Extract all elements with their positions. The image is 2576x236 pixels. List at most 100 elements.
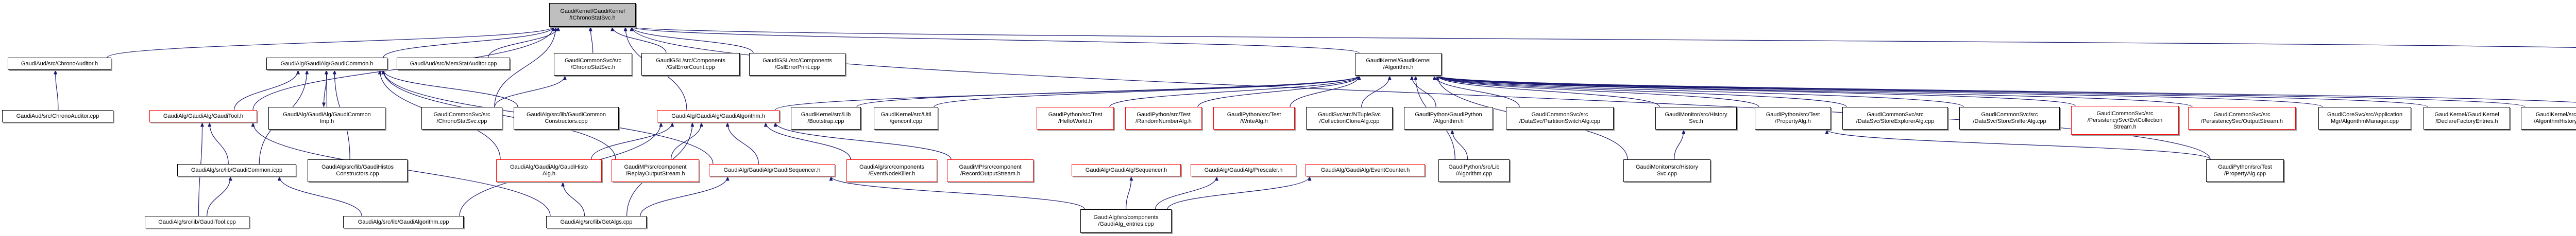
include-edge (773, 122, 952, 160)
graph-node[interactable]: GaudiAud/src/MemStatAuditor.cpp (397, 58, 510, 70)
graph-node[interactable]: GaudiAlg/GaudiAlg/Prescaler.h (1191, 164, 1296, 176)
include-edge (381, 69, 518, 107)
graph-node[interactable]: GaudiAlg/src/components/GaudiAlg_entries… (1080, 209, 1172, 233)
graph-node[interactable]: GaudiKernel/src/Util/genconf.cpp (874, 107, 938, 130)
graph-node[interactable]: GaudiCommonSvc/src/PersistencySvc/Output… (2188, 107, 2296, 130)
include-edge (1361, 75, 1392, 107)
include-edge (1435, 75, 1660, 107)
include-edge (725, 122, 759, 165)
graph-node-label: GaudiAlg/GaudiAlg/GaudiHisto (510, 164, 588, 170)
graph-node[interactable]: GaudiKernel/src/Lib/Bootstrap.cpp (791, 107, 861, 130)
graph-node[interactable]: GaudiGSL/src/Components/GslErrorPrint.cp… (749, 53, 845, 76)
graph-node[interactable]: GaudiAlg/GaudiAlg/GaudiTool.h (149, 110, 257, 122)
graph-node[interactable]: GaudiCommonSvc/src/DataSvc/PartitionSwit… (1506, 107, 1614, 130)
graph-node[interactable]: GaudiPython/src/Lib/Algorithm.cpp (1438, 159, 1510, 182)
include-edge (494, 75, 567, 107)
graph-node[interactable]: GaudiAlg/GaudiAlg/GaudiAlgorithm.h (657, 110, 779, 122)
include-edge (277, 176, 362, 216)
graph-node-label: Svc.cpp (1656, 171, 1677, 177)
graph-node-label: GaudiAlg/src/lib/GaudiHistos (321, 164, 394, 170)
graph-node[interactable]: GaudiMP/src/component/RecordOutputStream… (947, 159, 1033, 182)
graph-node[interactable]: GaudiAlg/GaudiAlg/Sequencer.h (1072, 164, 1181, 176)
graph-node[interactable]: GaudiAlg/src/lib/GetAlgs.cpp (546, 216, 647, 228)
include-edge (764, 122, 851, 160)
graph-node[interactable]: GaudiAlg/src/lib/GaudiAlgorithm.cpp (343, 216, 464, 228)
graph-node[interactable]: GaudiAlg/src/lib/GaudiCommon.icpp (177, 164, 296, 176)
graph-node-label: Constructors.cpp (336, 171, 379, 177)
graph-node[interactable]: GaudiGSL/src/Components/GslErrorCount.cp… (641, 53, 740, 76)
graph-node[interactable]: GaudiAlg/GaudiAlg/EventCounter.h (1306, 164, 1425, 176)
graph-node[interactable]: GaudiKernel/GaudiKernel/Algorithm.h (1355, 53, 1442, 76)
graph-node-label: GaudiGSL/src/Components (762, 58, 832, 64)
graph-node[interactable]: GaudiPython/src/Test/HelloWorld.h (1037, 107, 1114, 130)
include-edge (611, 26, 667, 53)
graph-node[interactable]: GaudiMP/src/component/ReplayOutputStream… (612, 159, 699, 182)
graph-node-label: /CollectionCloneAlg.cpp (1319, 118, 1380, 124)
graph-node-label: /IChronoStatSvc.h (569, 15, 616, 21)
include-edge (1290, 75, 1361, 107)
graph-node-label: /PropertyAlg.h (1775, 118, 1811, 124)
graph-node[interactable]: GaudiAud/src/ChronoAuditor.h (8, 58, 111, 70)
graph-node-label: /ChronoStatSvc.cpp (436, 118, 487, 124)
graph-node-label: /GslErrorCount.cpp (666, 64, 715, 70)
graph-node-label: /HelloWorld.h (1058, 118, 1092, 124)
graph-node[interactable]: GaudiCommonSvc/src/PersistencySvc/EvtCol… (2071, 106, 2179, 135)
graph-node-label: GaudiKernel/src/Lib (801, 112, 851, 118)
graph-node-label: GaudiMP/src/component (959, 164, 1022, 170)
graph-node[interactable]: GaudiSvc/src/NTupleSvc/CollectionCloneAl… (1306, 107, 1393, 130)
graph-node-label: GaudiAud/src/ChronoAuditor.h (21, 60, 98, 67)
include-edge (1155, 176, 1218, 210)
graph-node[interactable]: GaudiCommonSvc/src/DataSvc/StoreExplorer… (1842, 107, 1948, 130)
graph-node[interactable]: GaudiPython/src/Test/PropertyAlg.h (1755, 107, 1831, 130)
graph-node-label: GaudiCommonSvc/src (564, 58, 622, 64)
graph-node[interactable]: GaudiPython/src/Test/WriteAlg.h (1213, 107, 1295, 130)
include-edge (494, 26, 558, 107)
graph-node[interactable]: GaudiPython/src/Test/PropertyAlg.cpp (2206, 159, 2284, 182)
graph-node[interactable]: GaudiAlg/src/lib/GaudiTool.cpp (145, 216, 249, 228)
include-edge (1435, 75, 1964, 107)
graph-node[interactable]: GaudiPython/GaudiPython/Algorithm.h (1404, 107, 1493, 130)
graph-node[interactable]: GaudiAlg/GaudiAlg/GaudiCommon.h (266, 58, 387, 70)
graph-node-label: GaudiCommonSvc/src (1981, 112, 2038, 118)
graph-node-label: GaudiKernel/GaudiKernel (560, 8, 625, 14)
graph-node[interactable]: GaudiPython/src/Test/RandomNumberAlg.h (1125, 107, 1202, 130)
graph-node[interactable]: GaudiKernel/src/Lib/AlgorithmHistory.cpp (2521, 107, 2576, 130)
graph-node-label: GaudiAlg/src/lib/GaudiTool.cpp (158, 219, 236, 225)
graph-node-label: Stream.h (2113, 123, 2137, 130)
graph-node-label: /PersistencySvc/EvtCollection (2087, 117, 2163, 123)
graph-node-label: GaudiAlg/src/components (859, 164, 924, 170)
graph-node-root[interactable]: GaudiKernel/GaudiKernel/IChronoStatSvc.h (549, 3, 636, 27)
graph-node-label: Alg.h (542, 171, 556, 177)
graph-node-label: GaudiKernel/GaudiKernel (1366, 58, 1431, 64)
graph-node-label: GaudiAlg/GaudiAlg/GaudiAlgorithm.h (671, 113, 765, 119)
graph-node[interactable]: GaudiCommonSvc/src/DataSvc/StoreSnifferA… (1959, 107, 2060, 130)
graph-node-label: GaudiAlg/GaudiAlg/EventCounter.h (1320, 167, 1410, 173)
graph-node-label: GaudiAlg/src/lib/GaudiAlgorithm.cpp (358, 219, 449, 225)
graph-node-label: /RandomNumberAlg.h (1136, 118, 1192, 124)
graph-node[interactable]: GaudiAlg/GaudiAlg/GaudiSequencer.h (709, 164, 835, 176)
graph-node[interactable]: GaudiAlg/src/components/EventNodeKiller.… (846, 159, 937, 182)
graph-node-label: GaudiPython/src/Test (1048, 112, 1103, 118)
graph-node-label: GaudiCommonSvc/src (1531, 112, 1588, 118)
graph-node-label: GaudiCommonSvc/src (2096, 110, 2154, 117)
graph-node[interactable]: GaudiAud/src/ChronoAuditor.cpp (2, 110, 113, 122)
graph-node-label: GaudiAlg/GaudiAlg/Prescaler.h (1204, 167, 1283, 173)
graph-node[interactable]: GaudiCommonSvc/src/ChronoStatSvc.cpp (421, 107, 502, 130)
graph-node[interactable]: GaudiKernel/GaudiKernel/DeclareFactoryEn… (2424, 107, 2510, 130)
include-edge (1410, 75, 1436, 107)
include-edge (233, 69, 300, 111)
include-edge (1674, 129, 1686, 160)
include-edge (670, 122, 703, 160)
include-edge (630, 26, 754, 53)
graph-node-label: /genconf.cpp (890, 118, 922, 124)
graph-node[interactable]: GaudiCommonSvc/src/ChronoStatSvc.h (554, 53, 632, 76)
include-edge (208, 122, 229, 165)
graph-node-label: GaudiAlg/src/lib/GetAlgs.cpp (560, 219, 633, 225)
